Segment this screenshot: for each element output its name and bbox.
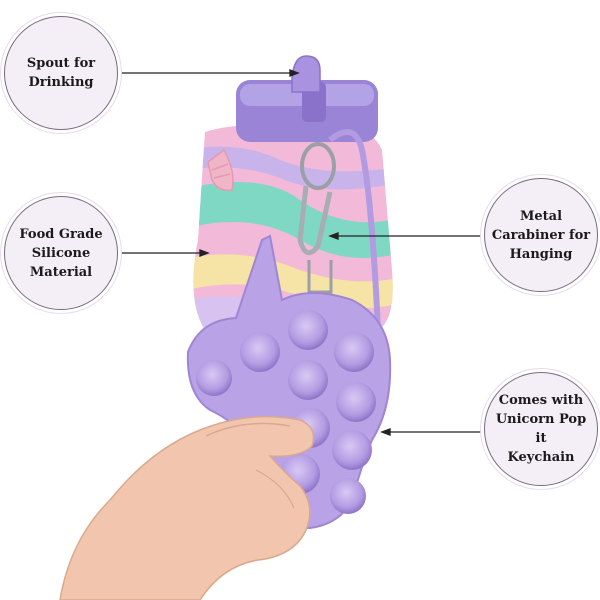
callout-keychain: Comes with Unicorn Pop it Keychain — [484, 372, 598, 486]
lanyard-strap — [328, 129, 381, 331]
callout-silicone: Food Grade Silicone Material — [4, 196, 118, 310]
callout-silicone-text: Food Grade Silicone Material — [19, 226, 103, 280]
bottle-lid — [236, 55, 378, 142]
unicorn-horn — [207, 148, 234, 192]
hand — [59, 415, 315, 600]
callout-carabiner-text: Metal Carabiner for Hanging — [491, 208, 591, 262]
callout-spout-text: Spout for Drinking — [26, 56, 96, 90]
callout-keychain-text: Comes with Unicorn Pop it Keychain — [495, 393, 587, 465]
pop-it-keychain — [186, 234, 392, 529]
callout-arrows — [120, 69, 484, 436]
callout-carabiner: Metal Carabiner for Hanging — [484, 178, 598, 292]
callout-spout: Spout for Drinking — [4, 16, 118, 130]
spout — [291, 55, 321, 93]
carabiner — [297, 142, 336, 294]
